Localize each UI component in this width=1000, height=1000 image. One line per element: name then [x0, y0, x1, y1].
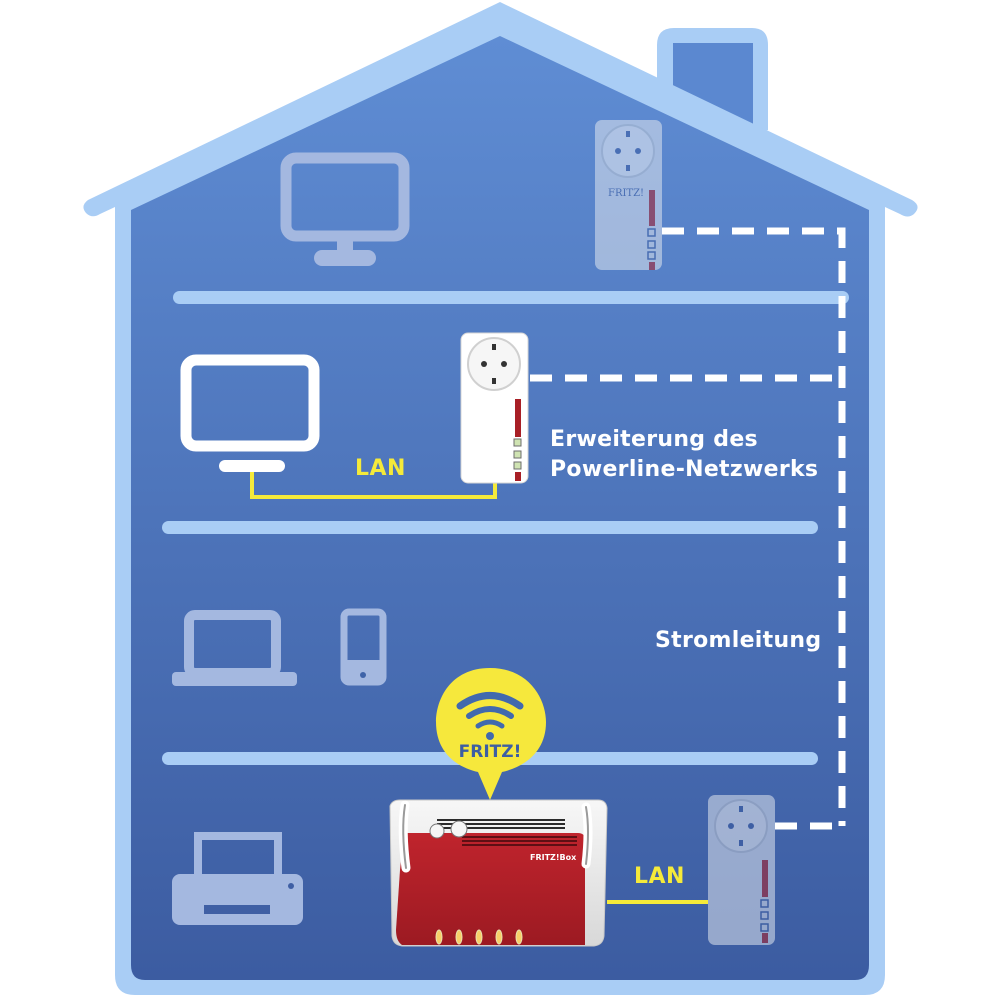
extension-label: Erweiterung des Powerline-Netzwerks [550, 425, 818, 485]
house-interior [131, 36, 869, 980]
powerline-dash-main [662, 227, 846, 826]
floor-line-first [162, 521, 818, 534]
powerline-adapter-attic: FRITZ! [595, 120, 662, 270]
lan-cable-upper [250, 472, 497, 499]
wifi-bubble-label: FRITZ! [459, 742, 522, 762]
powerline-adapter-first-floor [460, 332, 529, 484]
powerline-adapter-basement [708, 795, 775, 945]
wlan-wps-button [450, 820, 468, 838]
laptop-icon [172, 610, 297, 686]
printer-icon [172, 832, 303, 925]
adapter-brand-text: FRITZ! [608, 188, 644, 199]
desktop-monitor-icon [280, 152, 410, 266]
lan-label-upper: LAN [355, 456, 406, 481]
chimney-shaft [673, 43, 753, 118]
wifi-bubble: FRITZ! [436, 668, 546, 800]
wifi-icon [456, 692, 524, 710]
smartphone-icon [340, 608, 387, 686]
fritzbox-router: FRITZ!Box [389, 799, 608, 947]
extension-label-line2: Powerline-Netzwerks [550, 457, 819, 482]
extension-label-line1: Erweiterung des [550, 427, 758, 452]
powerline-cable [530, 227, 846, 830]
dect-button [429, 823, 445, 839]
router-brand-text: FRITZ!Box [530, 853, 577, 862]
tv-monitor-icon [180, 354, 320, 472]
floor-line-attic [173, 291, 849, 304]
house [83, 2, 918, 995]
power-line-label: Stromleitung [655, 628, 822, 653]
lan-label-lower: LAN [634, 864, 685, 889]
